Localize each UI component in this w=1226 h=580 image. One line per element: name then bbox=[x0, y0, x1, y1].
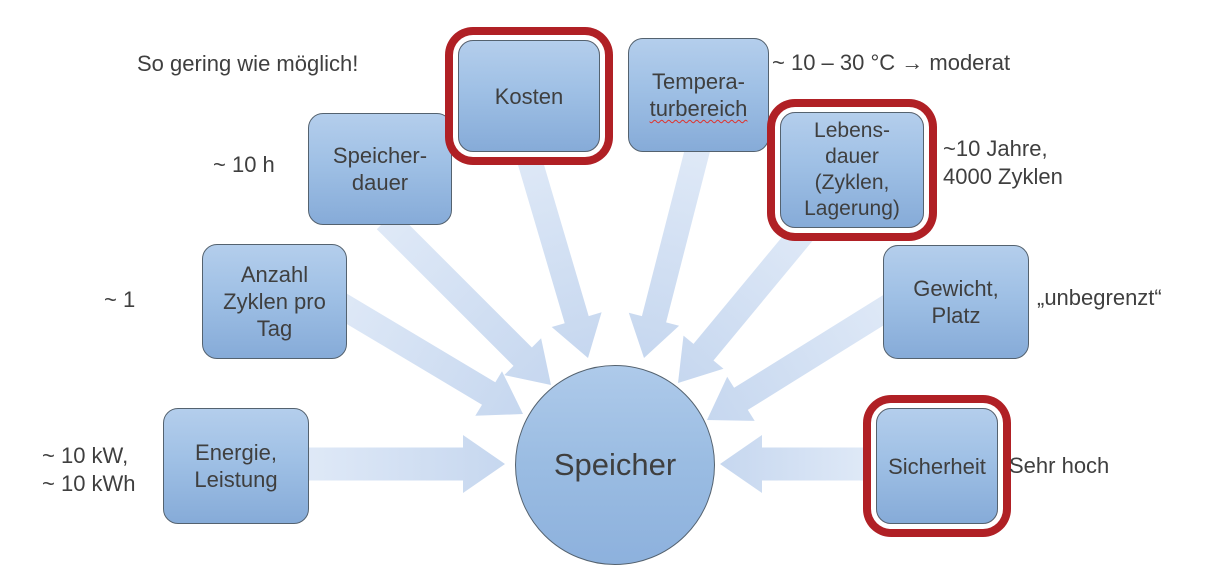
node-speicherdauer: Speicher- dauer bbox=[308, 113, 452, 225]
annotation-lebensdauer-line1: ~10 Jahre, bbox=[943, 136, 1048, 161]
annotation-energie: ~ 10 kW, ~ 10 kWh bbox=[42, 442, 136, 498]
node-temperaturbereich-line2: turbereich bbox=[649, 96, 748, 121]
node-anzahl-line3: Tag bbox=[256, 316, 293, 341]
annotation-sicherheit: Sehr hoch bbox=[1009, 453, 1110, 478]
node-lebensdauer: Lebens- dauer (Zyklen, Lagerung) bbox=[780, 112, 924, 228]
node-lebensdauer-line1: Lebens- bbox=[814, 119, 890, 142]
annotation-energie-line2: ~ 10 kWh bbox=[42, 471, 136, 496]
arrow-speicherdauer-to-center bbox=[376, 210, 551, 385]
node-lebensdauer-line4: Lagerung) bbox=[804, 197, 900, 220]
node-sicherheit: Sicherheit bbox=[876, 408, 998, 524]
node-gewicht-platz: Gewicht, Platz bbox=[883, 245, 1029, 359]
center-node-label: Speicher bbox=[553, 447, 677, 482]
node-anzahl-line1: Anzahl bbox=[240, 262, 309, 287]
arrow-gewicht-to-center bbox=[707, 292, 902, 421]
node-gewicht-line2: Platz bbox=[931, 303, 981, 328]
node-anzahl-line2: Zyklen pro bbox=[223, 289, 326, 314]
node-sicherheit-line1: Sicherheit bbox=[888, 453, 986, 479]
node-energie-line1: Energie, bbox=[195, 440, 277, 465]
node-anzahl-zyklen-pro-tag: Anzahl Zyklen pro Tag bbox=[202, 244, 347, 359]
node-speicherdauer-line2: dauer bbox=[351, 170, 409, 195]
center-node-speicher: Speicher bbox=[515, 365, 715, 565]
annotation-gewicht: „unbegrenzt“ bbox=[1037, 285, 1162, 310]
node-lebensdauer-line3: (Zyklen, bbox=[814, 171, 890, 194]
node-energie-line2: Leistung bbox=[194, 467, 278, 492]
node-temperaturbereich-line1: Tempera- bbox=[652, 69, 745, 94]
annotation-temperaturbereich: ~ 10 – 30 °C → moderat bbox=[772, 50, 1011, 75]
node-gewicht-line1: Gewicht, bbox=[913, 276, 999, 301]
node-energie-leistung: Energie, Leistung bbox=[163, 408, 309, 524]
annotation-speicherdauer: ~ 10 h bbox=[213, 152, 275, 177]
node-temperaturbereich: Tempera- turbereich bbox=[628, 38, 769, 152]
annotation-energie-line1: ~ 10 kW, bbox=[42, 443, 129, 468]
arrow-sicherheit-to-center bbox=[720, 435, 867, 493]
annotation-lebensdauer: ~10 Jahre, 4000 Zyklen bbox=[943, 135, 1063, 191]
node-lebensdauer-line2: dauer bbox=[825, 145, 879, 168]
arrow-temperatur-to-center bbox=[628, 144, 711, 358]
arrow-energie-to-center bbox=[306, 435, 505, 493]
arrow-kosten-to-center bbox=[514, 144, 602, 358]
annotation-kosten: So gering wie möglich! bbox=[137, 51, 359, 76]
node-kosten: Kosten bbox=[458, 40, 600, 152]
node-kosten-line1: Kosten bbox=[494, 83, 564, 109]
arrow-lebensdauer-to-center bbox=[678, 217, 818, 383]
node-speicherdauer-line1: Speicher- bbox=[332, 143, 428, 168]
annotation-anzahl: ~ 1 bbox=[104, 287, 136, 312]
arrow-anzahl-to-center bbox=[325, 288, 523, 416]
annotation-lebensdauer-line2: 4000 Zyklen bbox=[943, 164, 1063, 189]
